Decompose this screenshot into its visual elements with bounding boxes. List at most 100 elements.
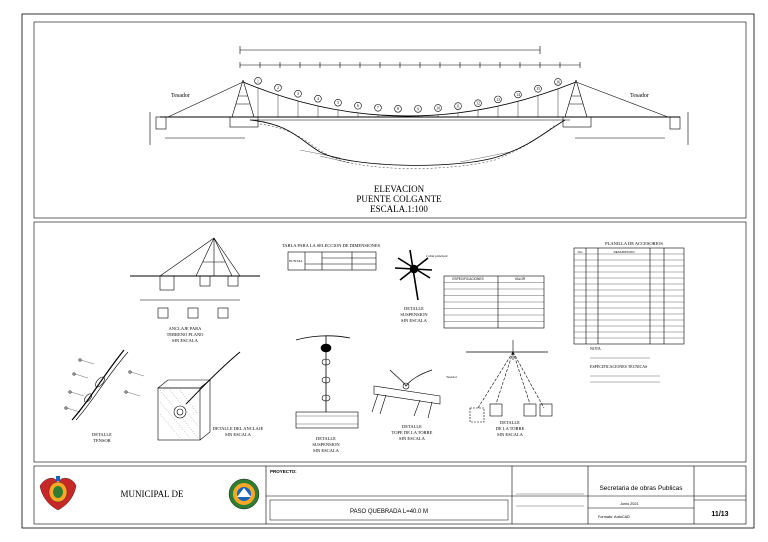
main-cable — [242, 81, 577, 117]
hanger-marker: 8 — [394, 105, 402, 113]
detail-suspension-cluster: Cable principal DETALLE SUSPENSION SIN E… — [394, 249, 448, 323]
anchor-flat-subtitle: TERRENO PLANO — [167, 332, 205, 337]
parts-list-title: PLANILLA DE ACCESORIOS — [605, 241, 663, 246]
sheet-number: 11/13 — [711, 511, 728, 518]
tower-detail-title: DETALLE — [500, 420, 520, 425]
hanger-marker-label: 14 — [516, 93, 520, 97]
drawing-date: Junio 2021 — [620, 502, 639, 506]
hanger-marker: 3 — [294, 90, 302, 98]
tower-top-subtitle: TOPE DE LA TORRE — [392, 430, 433, 435]
detail-tower-top: DETALLE TOPE DE LA TORRE SIN ESCALA Tesa… — [371, 369, 458, 441]
suspension-vertical-subtitle: SUSPENSION — [312, 442, 340, 447]
hanger-marker: 9 — [414, 105, 422, 113]
parts-col-desc: DESCRIPCION — [614, 250, 635, 254]
drawing-format: Formato: AutoCAD — [598, 515, 630, 519]
suspension-subtitle: SUSPENSION — [400, 312, 428, 317]
hanger-marker-label: 12 — [476, 102, 480, 106]
tensor-label-right: Tesador — [630, 93, 649, 99]
hanger-marker-label: 16 — [556, 80, 560, 84]
suspension-title: DETALLE — [404, 306, 424, 311]
hanger-marker: 6 — [354, 102, 362, 110]
tower-top-scale: SIN ESCALA — [399, 436, 426, 441]
spec-header-left: ESPECIFICACIONES — [452, 277, 483, 281]
spec-header-right: VALOR — [515, 277, 526, 281]
tower-left — [229, 79, 259, 128]
hanger-marker: 7 — [374, 104, 382, 112]
hanger-marker: 5 — [334, 99, 342, 107]
anchor-block-title: DETALLE DEL ANCLAJE — [213, 426, 264, 431]
hanger-marker-label: 4 — [317, 97, 319, 101]
hanger-marker: 14 — [514, 90, 522, 99]
suspension-vertical-scale: SIN ESCALA — [313, 448, 340, 453]
terrain-profile — [249, 119, 566, 166]
hanger-marker-label: 8 — [397, 107, 399, 111]
hanger-marker-label: 11 — [456, 105, 460, 109]
elevation-frame — [33, 21, 747, 219]
hanger-marker: 11 — [454, 102, 462, 110]
backstay-left — [167, 81, 244, 118]
parts-list: PLANILLA DE ACCESORIOS Nro DESCRIPCION N… — [573, 241, 685, 383]
outer-frame — [21, 13, 755, 529]
hanger-marker: 10 — [434, 104, 442, 112]
hanger-marker-label: 9 — [417, 107, 419, 111]
hanger-marker: 1 — [254, 77, 262, 85]
table-row-label: PUNTAL — [289, 259, 303, 263]
hanger-marker-label: 1 — [257, 79, 259, 83]
hanger-marker: 4 — [314, 95, 322, 103]
coat-of-arms-logo — [39, 476, 77, 511]
hanger-marker-label: 2 — [277, 86, 279, 90]
tensor-detail-subtitle: TENSOR — [93, 438, 111, 443]
tensor-label-left: Tesador — [171, 93, 190, 99]
hanger-marker: 16 — [554, 78, 562, 86]
suspension-scale: SIN ESCALA — [401, 318, 428, 323]
selection-table-title: TABLA PARA LA SELECCION DE DIMENSIONES — [282, 243, 381, 248]
hanger-marker-label: 3 — [297, 92, 299, 96]
hanger-marker-label: 15 — [536, 87, 540, 91]
tesador-small-label: Tesador — [446, 375, 458, 379]
note-label: NOTA — [590, 346, 601, 351]
elevation-scale: ESCALA.1:100 — [370, 204, 428, 214]
project-name: PASO QUEBRADA L=40.0 M — [350, 509, 428, 515]
anchor-right — [669, 116, 681, 130]
secretaria-name: Secretaria de obras Publicas — [599, 485, 683, 492]
hanger-marker: 2 — [274, 84, 282, 92]
parts-col-item: Nro — [578, 250, 583, 254]
tower-detail-subtitle: DE LA TORRE — [496, 426, 525, 431]
hanger-marker: 13 — [494, 95, 502, 104]
hanger-marker-label: 10 — [436, 106, 440, 110]
hanger-marker-label: 7 — [377, 106, 379, 110]
selection-table: TABLA PARA LA SELECCION DE DIMENSIONES P… — [282, 243, 381, 271]
title-block — [265, 466, 746, 524]
elevation-subtitle: PUENTE COLGANTE — [356, 194, 442, 204]
hanger-marker-label: 6 — [357, 104, 359, 108]
hanger-marker-label: 5 — [337, 101, 339, 105]
detail-suspension-vertical: DETALLE SUSPENSION SIN ESCALA — [295, 335, 359, 453]
anchor-block-scale: SIN ESCALA — [225, 432, 252, 437]
detail-tower: DETALLE DE LA TORRE SIN ESCALA — [466, 340, 553, 437]
suspension-vertical-title: DETALLE — [316, 436, 336, 441]
tensor-detail-title: DETALLE — [92, 432, 112, 437]
anchor-flat-title: ANCLAJE PARA — [169, 326, 202, 331]
cable-label: Cable principal — [426, 254, 448, 258]
hanger-marker: 15 — [534, 85, 542, 93]
detail-anchor-flat: ANCLAJE PARA TERRENO PLANO SIN ESCALA — [130, 237, 260, 343]
specification-table: ESPECIFICACIONES VALOR — [443, 275, 545, 329]
anchor-left — [155, 116, 167, 130]
details-frame — [33, 221, 747, 463]
tech-spec-title: ESPECIFICACIONES TECNICAS — [590, 364, 647, 369]
backstay-right — [575, 81, 669, 118]
anchor-flat-scale: SIN ESCALA — [172, 338, 199, 343]
detail-anchor-block: DETALLE DEL ANCLAJE SIN ESCALA — [157, 351, 264, 441]
tower-right — [562, 79, 592, 128]
project-label: PROYECTO: — [270, 469, 297, 474]
titleblock-frame — [33, 465, 747, 525]
elevation-title: ELEVACION — [374, 184, 425, 194]
municipal-seal-logo — [228, 478, 260, 510]
municipality-name: MUNICIPAL DE — [120, 489, 184, 499]
hanger-marker: 12 — [474, 99, 482, 107]
detail-tensor: DETALLE TENSOR — [64, 349, 145, 443]
